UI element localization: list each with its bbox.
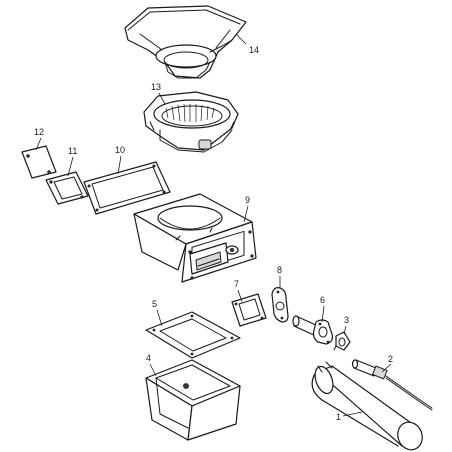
part-1-burner-tube <box>311 361 423 451</box>
leader-10 <box>117 155 122 175</box>
part-10-large-gasket <box>83 161 171 215</box>
label-11: 11 <box>68 146 77 156</box>
label-6: 6 <box>320 295 325 305</box>
part-8-flange <box>271 287 289 323</box>
part-labels: 14 13 12 11 10 9 8 7 6 5 4 3 2 1 <box>34 45 393 422</box>
part-11-frame-gasket <box>45 171 89 205</box>
leader-14 <box>235 33 247 45</box>
label-7: 7 <box>234 279 239 289</box>
part-14-hopper <box>124 5 247 79</box>
part-7-square-gasket <box>231 293 267 327</box>
leader-lines <box>35 33 392 417</box>
leader-5 <box>156 309 163 327</box>
label-14: 14 <box>249 45 259 55</box>
part-12-plate <box>21 145 57 179</box>
label-4: 4 <box>146 353 151 363</box>
label-3: 3 <box>344 315 349 325</box>
leader-3 <box>343 325 347 335</box>
label-2: 2 <box>388 354 393 364</box>
leader-6 <box>321 305 325 323</box>
part-3-fitting <box>333 331 351 351</box>
part-6-tube-flange <box>292 315 333 345</box>
part-13-burner-ring <box>143 91 239 153</box>
label-10: 10 <box>115 145 125 155</box>
leader-2 <box>381 363 392 373</box>
leader-7 <box>237 289 243 303</box>
leader-9 <box>243 205 249 223</box>
leader-11 <box>67 156 74 177</box>
label-5: 5 <box>152 299 157 309</box>
leader-12 <box>35 137 42 151</box>
part-4-ash-pan <box>145 359 241 441</box>
part-5-base-gasket <box>145 311 241 359</box>
label-1: 1 <box>336 412 341 422</box>
label-12: 12 <box>34 127 44 137</box>
label-13: 13 <box>151 82 161 92</box>
label-9: 9 <box>245 195 250 205</box>
part-2-igniter <box>351 359 433 411</box>
leader-13 <box>158 92 166 105</box>
leader-1 <box>342 411 363 417</box>
label-8: 8 <box>277 265 282 275</box>
leader-4 <box>149 363 157 377</box>
part-9-combustion-box <box>133 193 257 283</box>
